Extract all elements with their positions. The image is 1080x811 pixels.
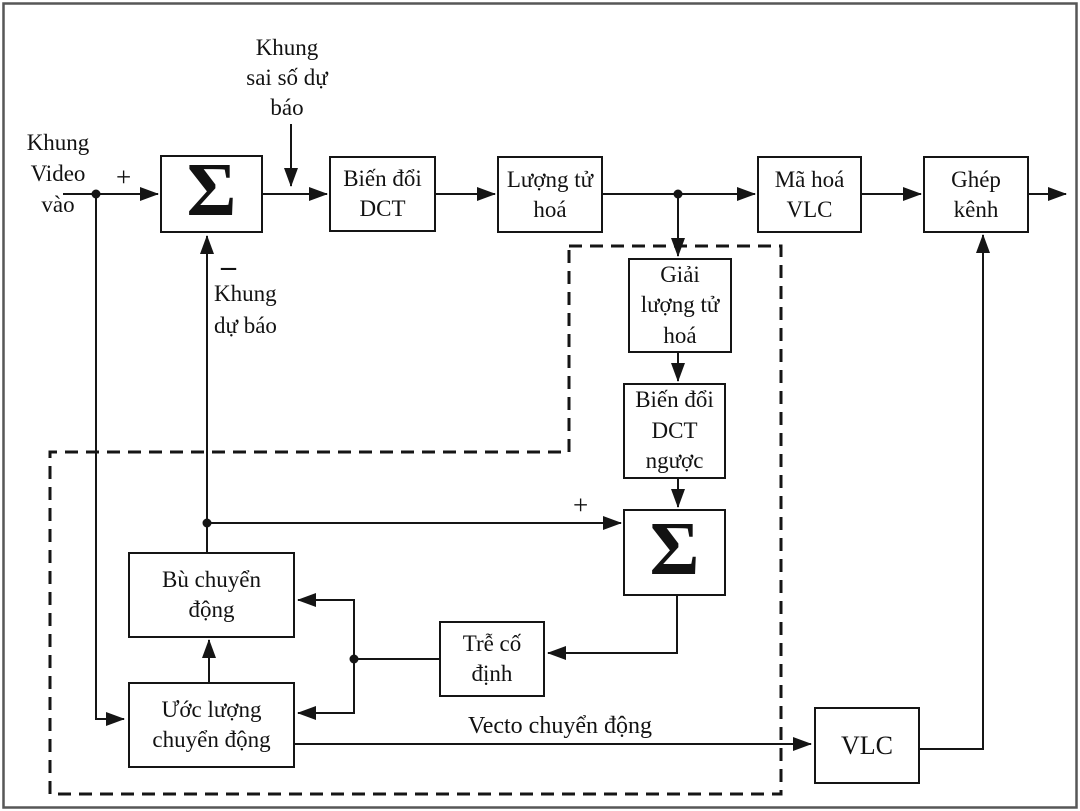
arrow-sum2-to-delay [547,595,678,660]
block-sum-reconstruction: Σ [623,509,726,596]
label-prediction-error-frame: Khung sai số dự báo [246,35,328,120]
block-multiplexer: Ghép kênh [923,156,1029,233]
block-motion-compensation: Bù chuyển động [128,552,295,638]
arrow-junction-to-motion-est [297,659,355,720]
junction-dot-feedback [202,518,212,528]
block-quantizer: Lượng tử hoá [497,156,603,233]
block-motion-estimation: Ước lượng chuyển động [128,682,295,768]
label-motion-vector: Vecto chuyển động [468,713,652,739]
block-fixed-delay: Trễ cố định [439,621,545,697]
label-plus-sign-reconstruction: + [573,490,589,520]
label-input-video-frame: Khung Video vào [26,130,90,217]
label-minus-sign: – [221,250,236,283]
junction-dot-input [91,189,101,199]
block-dct-transform: Biến đổi DCT [329,156,436,232]
block-inverse-dct: Biến đổi DCT ngược [623,383,726,479]
label-prediction-frame: Khung dự báo [214,281,277,338]
block-vlc-encoder: Mã hoá VLC [757,156,862,233]
label-plus-sign-input: + [116,162,132,192]
junction-dot-quant-tap [673,189,683,199]
block-dequantizer: Giải lượng tử hoá [628,258,732,353]
dashed-loop-boundary [48,244,783,796]
arrow-vlc-to-mux [920,234,990,750]
arrow-junction-to-motion-comp [297,593,355,659]
junction-dot-delay [349,654,359,664]
block-sum-input: Σ [160,152,263,233]
block-vlc-motion-vector: VLC [814,707,920,784]
line-input-branch-to-motion-est [95,194,125,726]
